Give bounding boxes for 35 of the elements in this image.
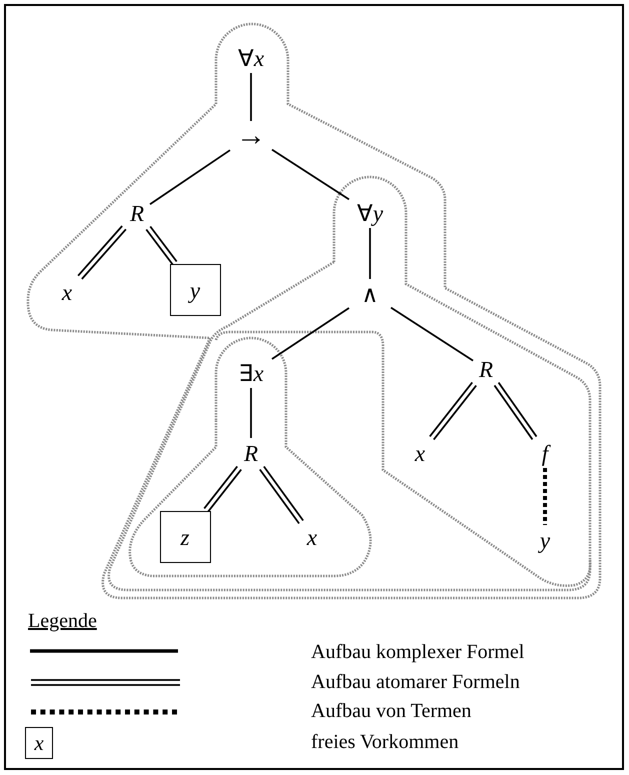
double-line [494, 382, 538, 440]
tree-edge [272, 148, 350, 200]
tree-edge [369, 228, 371, 279]
variable-symbol: R [125, 199, 149, 227]
variable-symbol: y [533, 526, 557, 554]
dotted-line [543, 468, 547, 525]
tree-edge [250, 73, 252, 121]
tree-edge [250, 388, 252, 438]
tree-edge [390, 306, 474, 362]
double-line [258, 466, 304, 524]
operator-symbol: ∀y [350, 199, 390, 227]
variable-symbol: x [300, 523, 324, 551]
variable-symbol: R [474, 355, 498, 383]
operator-symbol: ∧ [350, 280, 390, 308]
free-variable-box: z [160, 511, 210, 563]
variable-symbol: x [408, 439, 432, 467]
variable-symbol: x [55, 278, 79, 306]
variable-symbol: R [239, 439, 263, 467]
legend-text: freies Vorkommen [311, 731, 459, 753]
free-variable-box: y [170, 264, 220, 316]
operator-symbol: ∀x [231, 44, 271, 72]
double-line [77, 225, 127, 280]
double-line [428, 382, 478, 440]
legend-text: Aufbau von Termen [311, 700, 472, 722]
operator-symbol: → [231, 122, 271, 150]
legend-text: Aufbau komplexer Formel [311, 641, 524, 663]
double-line [203, 466, 242, 512]
operator-symbol: ∃x [231, 359, 271, 387]
tree-edge [272, 307, 350, 360]
tree-edge [150, 149, 230, 205]
legend-text: Aufbau atomarer Formeln [311, 671, 520, 693]
free-variable-sample: x [25, 727, 53, 759]
legend-heading: Legende [28, 610, 97, 632]
double-line [145, 226, 178, 266]
variable-symbol: f [533, 439, 557, 467]
